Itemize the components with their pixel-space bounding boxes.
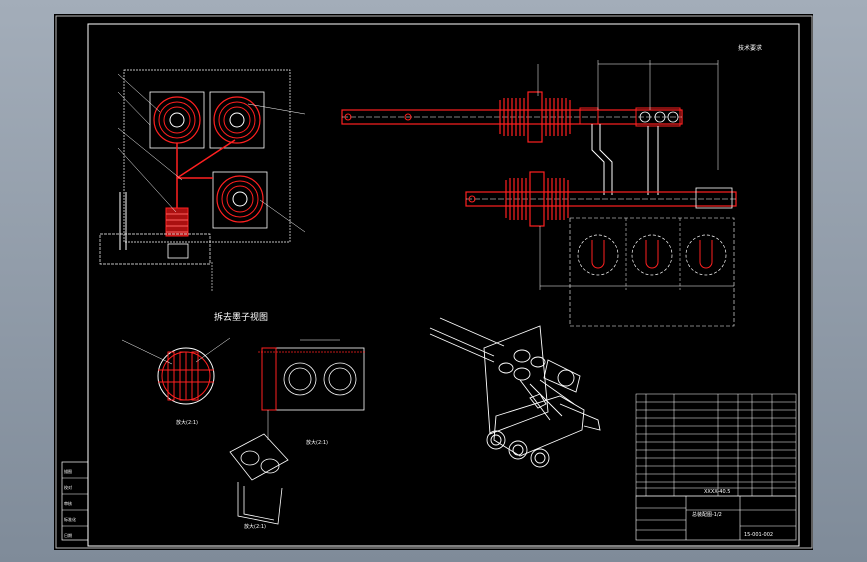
detail-round-terminal bbox=[121, 337, 231, 405]
left-strip-cell-1: 校对 bbox=[64, 484, 72, 490]
front-view-terminals bbox=[99, 69, 306, 292]
drawing-name: 总装配图-1/2 bbox=[692, 511, 722, 518]
detail-double-terminal bbox=[258, 339, 366, 440]
scale-label-a: 放大(2:1) bbox=[176, 419, 198, 426]
left-strip-cell-0: 描图 bbox=[64, 468, 72, 474]
detail-3d-connector bbox=[229, 433, 289, 525]
isometric-assembly bbox=[429, 317, 601, 468]
side-view-assembly bbox=[341, 60, 737, 327]
view-title: 拆去墨子视图 bbox=[214, 311, 268, 323]
left-strip-cell-3: 标准化 bbox=[64, 516, 76, 522]
parts-list bbox=[635, 393, 797, 497]
product-name: XXXX-40.5 bbox=[704, 489, 730, 495]
scale-label-c: 放大(2:1) bbox=[244, 523, 266, 530]
scale-label-b: 放大(2:1) bbox=[306, 439, 328, 446]
title-block bbox=[635, 495, 797, 541]
drawing-sheet bbox=[54, 14, 813, 550]
drawing-code: 15-001-002 bbox=[744, 532, 773, 538]
inner-border bbox=[87, 23, 800, 547]
tech-note: 技术要求 bbox=[738, 44, 762, 52]
outer-border bbox=[55, 15, 813, 549]
left-strip bbox=[61, 461, 89, 541]
left-strip-cell-2: 审核 bbox=[64, 500, 72, 506]
left-strip-cell-4: 日期 bbox=[64, 532, 72, 538]
